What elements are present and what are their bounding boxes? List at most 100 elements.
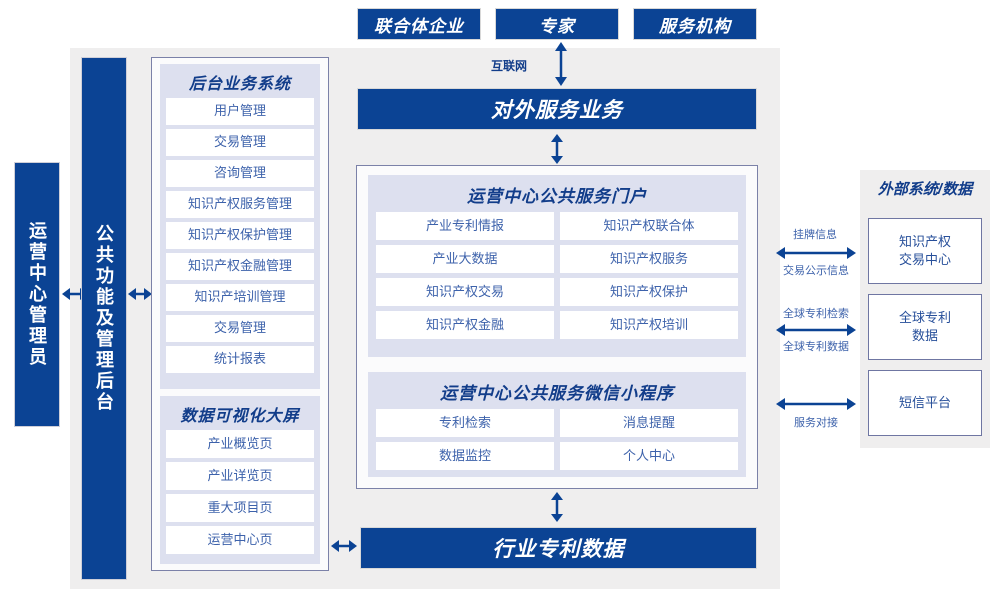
- dataviz-to-bottom-arrow-icon: [331, 540, 357, 552]
- external-service-business-bar[interactable]: 对外服务业务: [357, 88, 757, 130]
- portal-item-label: 产业大数据: [432, 250, 498, 266]
- miniprogram-title: 运营中心公共服务微信小程序: [368, 372, 746, 409]
- common-functions-backend-bar[interactable]: 公共功能及管理后台: [81, 57, 127, 580]
- portal-item[interactable]: 知识产权培训: [560, 311, 738, 339]
- external-conn-below-text: 全球专利数据: [783, 341, 849, 353]
- dataviz-item-list: 产业概览页 产业详览页 重大项目页 运营中心页: [160, 430, 320, 554]
- external-conn-below-text: 交易公示信息: [783, 265, 849, 277]
- backoffice-item[interactable]: 统计报表: [166, 346, 314, 373]
- backoffice-item-label: 用户管理: [213, 103, 266, 119]
- portal-item[interactable]: 知识产权保护: [560, 278, 738, 306]
- external-conn-label-below: 服务对接: [781, 414, 851, 430]
- common-functions-backend-label: 公共功能及管理后台: [94, 224, 114, 413]
- backoffice-item[interactable]: 知识产权服务管理: [166, 191, 314, 218]
- backoffice-item-label: 统计报表: [213, 351, 266, 367]
- portal-item[interactable]: 知识产权金融: [376, 311, 554, 339]
- portal-item-label: 知识产权培训: [609, 316, 688, 332]
- miniprogram-item[interactable]: 个人中心: [560, 442, 738, 470]
- portal-item[interactable]: 知识产权联合体: [560, 212, 738, 240]
- top-actor-consortium[interactable]: 联合体企业: [357, 8, 481, 40]
- external-system-sms-platform[interactable]: 短信平台: [868, 370, 982, 436]
- miniprogram-item[interactable]: 专利检索: [376, 409, 554, 437]
- industry-patent-data-bar[interactable]: 行业专利数据: [360, 527, 757, 569]
- external-system-line2: 数据: [911, 328, 938, 343]
- external-conn-arrow-icon: [776, 324, 856, 336]
- backoffice-item-label: 知识产培训管理: [194, 289, 286, 305]
- backoffice-item-label: 知识产权服务管理: [187, 196, 292, 212]
- dataviz-item[interactable]: 运营中心页: [166, 526, 314, 554]
- dataviz-title-text: 数据可视化大屏: [180, 408, 300, 425]
- dataviz-item[interactable]: 产业详览页: [166, 462, 314, 490]
- external-conn-label-below: 全球专利数据: [771, 338, 861, 354]
- backoffice-item[interactable]: 知识产权保护管理: [166, 222, 314, 249]
- dataviz-item[interactable]: 产业概览页: [166, 430, 314, 458]
- backoffice-item-label: 知识产权金融管理: [187, 258, 292, 274]
- external-service-business-label: 对外服务业务: [491, 99, 623, 122]
- miniprogram-item-label: 消息提醒: [622, 414, 675, 430]
- miniprogram-item-label: 数据监控: [438, 447, 491, 463]
- external-system-ip-trading-center[interactable]: 知识产权 交易中心: [868, 218, 982, 284]
- service-to-portal-arrow-icon: [551, 134, 563, 164]
- backoffice-item[interactable]: 咨询管理: [166, 160, 314, 187]
- internet-label-text: 互联网: [491, 59, 528, 73]
- backoffice-item-list: 用户管理 交易管理 咨询管理 知识产权服务管理 知识产权保护管理 知识产权金融管…: [160, 98, 320, 373]
- backoffice-item[interactable]: 用户管理: [166, 98, 314, 125]
- portal-item[interactable]: 产业大数据: [376, 245, 554, 273]
- external-conn-label-above: 全球专利检索: [771, 305, 861, 321]
- operations-center-admin-bar[interactable]: 运营中心管理员: [14, 162, 60, 427]
- backoffice-item[interactable]: 知识产培训管理: [166, 284, 314, 311]
- portal-item-label: 知识产权服务: [609, 250, 688, 266]
- external-conn-below-text: 服务对接: [794, 417, 838, 429]
- external-conn-arrow-icon: [776, 398, 856, 410]
- top-actor-label: 专家: [539, 16, 575, 36]
- external-conn-above-text: 挂牌信息: [793, 229, 837, 241]
- external-conn-label-above: 挂牌信息: [775, 226, 855, 242]
- backoffice-item[interactable]: 交易管理: [166, 129, 314, 156]
- miniprogram-item-label: 专利检索: [438, 414, 491, 430]
- backoffice-title: 后台业务系统: [160, 64, 320, 98]
- portal-item-label: 产业专利情报: [425, 217, 504, 233]
- dataviz-title: 数据可视化大屏: [160, 396, 320, 430]
- external-conn-label-below: 交易公示信息: [771, 262, 861, 278]
- miniprogram-item[interactable]: 消息提醒: [560, 409, 738, 437]
- backoffice-item-label: 咨询管理: [213, 165, 266, 181]
- industry-patent-data-label: 行业专利数据: [492, 538, 625, 561]
- dataviz-item-label: 产业概览页: [207, 435, 273, 451]
- internet-arrow-icon: [555, 42, 567, 86]
- backoffice-item[interactable]: 交易管理: [166, 315, 314, 342]
- portal-item[interactable]: 知识产权交易: [376, 278, 554, 306]
- top-actor-label: 联合体企业: [374, 16, 464, 36]
- portal-item-grid: 产业专利情报 知识产权联合体 产业大数据 知识产权服务 知识产权交易 知识产权保…: [368, 212, 746, 339]
- central-to-bottom-arrow-icon: [551, 492, 563, 522]
- backoffice-item-label: 知识产权保护管理: [187, 227, 292, 243]
- backoffice-panel: 后台业务系统 用户管理 交易管理 咨询管理 知识产权服务管理 知识产权保护管理 …: [160, 64, 320, 389]
- dataviz-item-label: 运营中心页: [207, 531, 273, 547]
- common-to-backoffice-arrow-icon: [128, 288, 152, 300]
- portal-item[interactable]: 产业专利情报: [376, 212, 554, 240]
- dataviz-item-label: 重大项目页: [207, 499, 273, 515]
- miniprogram-title-text: 运营中心公共服务微信小程序: [440, 384, 674, 403]
- portal-title-text: 运营中心公共服务门户: [467, 187, 647, 206]
- backoffice-item[interactable]: 知识产权金融管理: [166, 253, 314, 280]
- external-system-line1: 短信平台: [898, 395, 951, 411]
- portal-item[interactable]: 知识产权服务: [560, 245, 738, 273]
- portal-title: 运营中心公共服务门户: [368, 175, 746, 212]
- dataviz-item[interactable]: 重大项目页: [166, 494, 314, 522]
- internet-label: 互联网: [491, 57, 527, 74]
- external-system-line1: 全球专利: [898, 310, 951, 326]
- dataviz-panel: 数据可视化大屏 产业概览页 产业详览页 重大项目页 运营中心页: [160, 396, 320, 564]
- top-actor-service-org[interactable]: 服务机构: [633, 8, 757, 40]
- top-actor-label: 服务机构: [659, 16, 731, 36]
- backoffice-item-label: 交易管理: [213, 134, 266, 150]
- top-actor-expert[interactable]: 专家: [495, 8, 619, 40]
- miniprogram-panel: 运营中心公共服务微信小程序 专利检索 消息提醒 数据监控 个人中心: [368, 372, 746, 477]
- backoffice-item-label: 交易管理: [213, 320, 266, 336]
- operations-center-admin-label: 运营中心管理员: [27, 221, 47, 368]
- miniprogram-item[interactable]: 数据监控: [376, 442, 554, 470]
- miniprogram-item-grid: 专利检索 消息提醒 数据监控 个人中心: [368, 409, 746, 470]
- external-system-line1: 知识产权: [898, 234, 951, 250]
- portal-item-label: 知识产权联合体: [603, 217, 695, 233]
- external-system-global-patent-data[interactable]: 全球专利 数据: [868, 294, 982, 360]
- portal-item-label: 知识产权交易: [425, 283, 504, 299]
